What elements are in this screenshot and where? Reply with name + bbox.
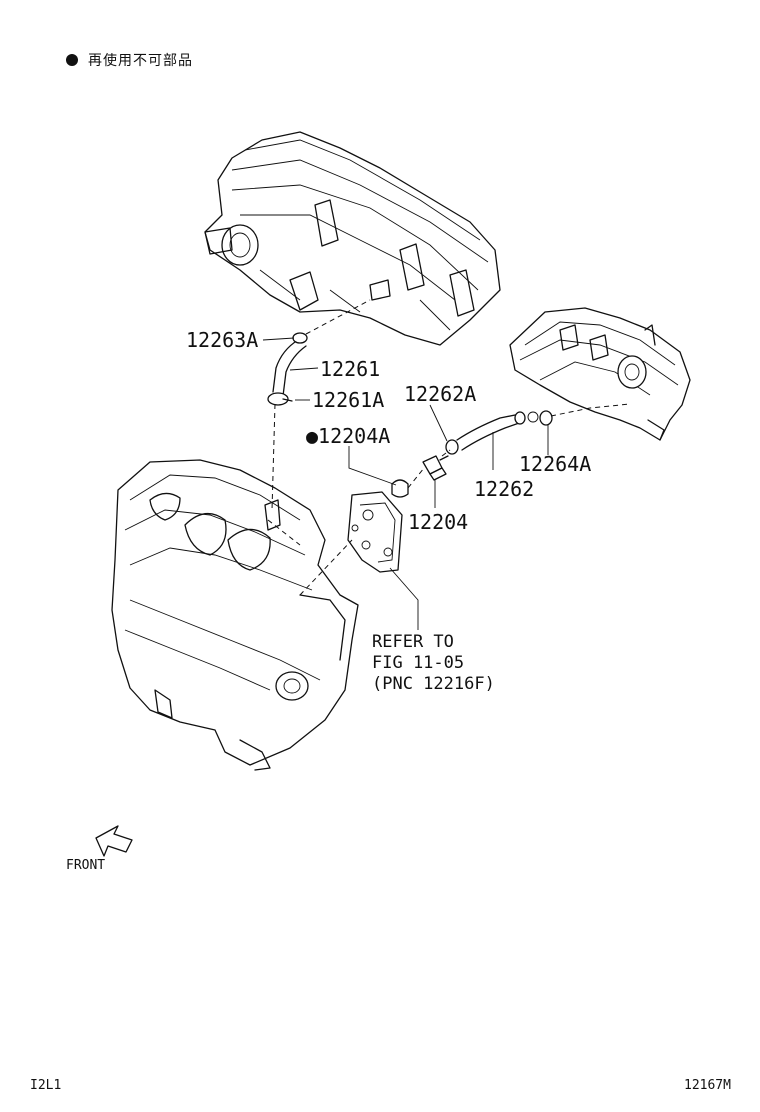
callout-12263A[interactable]: 12263A <box>186 328 259 352</box>
hose-12261 <box>272 339 307 397</box>
illustration-code: I2L1 <box>30 1078 62 1093</box>
front-arrow-icon <box>95 825 133 857</box>
cylinder-head-cover <box>204 131 501 346</box>
intake-manifold <box>509 307 691 441</box>
reuse-legend: 再使用不可部品 <box>66 50 193 70</box>
front-label: FRONT <box>66 858 106 873</box>
callout-12262A[interactable]: 12262A <box>404 382 477 406</box>
callout-12264A[interactable]: 12264A <box>519 452 592 476</box>
figure-code: 12167M <box>684 1078 731 1093</box>
pcv-valve-12204 <box>422 455 449 481</box>
engine-block <box>111 459 359 771</box>
callout-12204A[interactable]: ●12204A <box>306 424 391 448</box>
refer-line-1: REFER TO <box>372 632 454 652</box>
refer-line-2: FIG 11-05 <box>372 653 465 673</box>
non-reusable-bullet-icon <box>66 54 78 66</box>
grommet-12204A <box>391 479 409 498</box>
refer-line-3: (PNC 12216F) <box>372 674 495 694</box>
hose-12262 <box>456 413 523 451</box>
separator-cover-plate <box>347 491 403 573</box>
clamp-12263A <box>292 332 308 344</box>
callout-12204[interactable]: 12204 <box>408 510 469 534</box>
clamp-12264A <box>539 410 553 426</box>
callout-12261[interactable]: 12261 <box>320 357 381 381</box>
callout-12262[interactable]: 12262 <box>474 477 535 501</box>
clamp-12262A <box>445 439 459 455</box>
callout-12261A[interactable]: 12261A <box>312 388 385 412</box>
clamp-12261A <box>267 392 289 406</box>
legend-text: 再使用不可部品 <box>88 53 193 69</box>
